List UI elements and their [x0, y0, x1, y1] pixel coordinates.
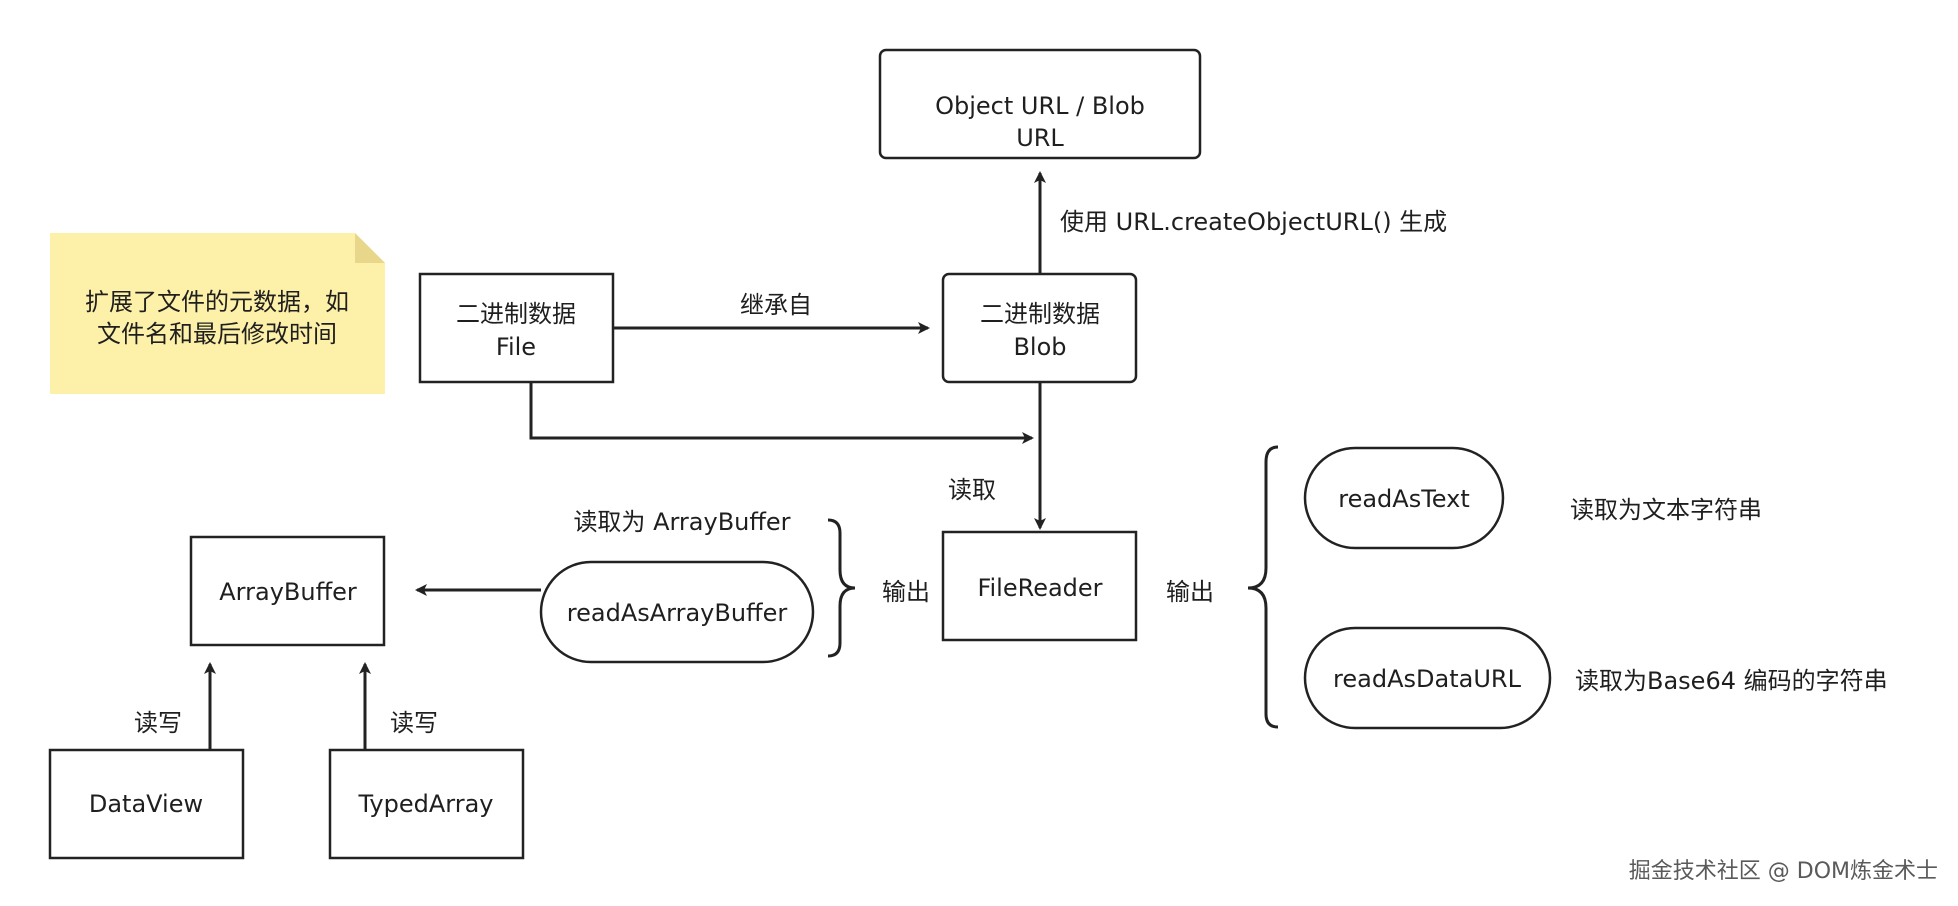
note-line-2: 文件名和最后修改时间: [97, 320, 337, 348]
left-output-brace: [827, 518, 856, 658]
blob-node: 二进制数据 Blob: [941, 272, 1138, 384]
object-url-node: Object URL / Blob URL: [878, 48, 1202, 160]
right-output-brace: [1247, 445, 1279, 729]
dataview-node: DataView: [48, 748, 245, 860]
read-as-text-label: readAsText: [1338, 485, 1470, 513]
read-as-text-description: 读取为文本字符串: [1570, 496, 1762, 524]
file-node: 二进制数据 File: [418, 272, 615, 384]
filereader-label: FileReader: [977, 574, 1102, 602]
create-object-url-label: 使用 URL.createObjectURL() 生成: [1060, 208, 1447, 236]
note-body: [50, 233, 385, 394]
note-fold: [355, 233, 385, 263]
read-as-arraybuffer-node: readAsArrayBuffer: [539, 560, 815, 664]
read-label: 读取: [948, 476, 996, 504]
blob-line-1: 二进制数据: [980, 300, 1100, 328]
typedarray-node: TypedArray: [328, 748, 525, 860]
object-url-line-1: Object URL / Blob: [935, 92, 1145, 120]
inherits-from-label: 继承自: [740, 291, 812, 319]
arraybuffer-label: ArrayBuffer: [219, 578, 357, 606]
watermark: 掘金技术社区 @ DOM炼金术士: [1629, 859, 1938, 884]
file-line-2: File: [496, 333, 536, 361]
read-as-dataurl-label: readAsDataURL: [1333, 665, 1522, 693]
filereader-node: FileReader: [941, 530, 1138, 642]
dataview-label: DataView: [89, 790, 203, 818]
output-right-label: 输出: [1166, 578, 1214, 606]
file-line-1: 二进制数据: [456, 300, 576, 328]
read-write-dataview-label: 读写: [134, 709, 182, 737]
blob-line-2: Blob: [1013, 333, 1066, 361]
metadata-note: 扩展了文件的元数据，如 文件名和最后修改时间: [50, 233, 385, 394]
read-as-dataurl-description: 读取为Base64 编码的字符串: [1575, 667, 1888, 695]
output-left-label: 输出: [882, 578, 930, 606]
typedarray-label: TypedArray: [358, 790, 494, 818]
arrow-file-to-reader-line: [529, 382, 1030, 440]
read-write-typedarray-label: 读写: [390, 709, 438, 737]
object-url-line-2: URL: [1016, 124, 1064, 152]
read-as-dataurl-node: readAsDataURL: [1303, 626, 1552, 730]
read-as-arraybuffer-caption: 读取为 ArrayBuffer: [573, 508, 790, 536]
read-as-arraybuffer-label: readAsArrayBuffer: [567, 599, 788, 627]
note-line-1: 扩展了文件的元数据，如: [85, 288, 349, 316]
arraybuffer-node: ArrayBuffer: [189, 535, 386, 647]
read-as-text-node: readAsText: [1303, 446, 1505, 550]
